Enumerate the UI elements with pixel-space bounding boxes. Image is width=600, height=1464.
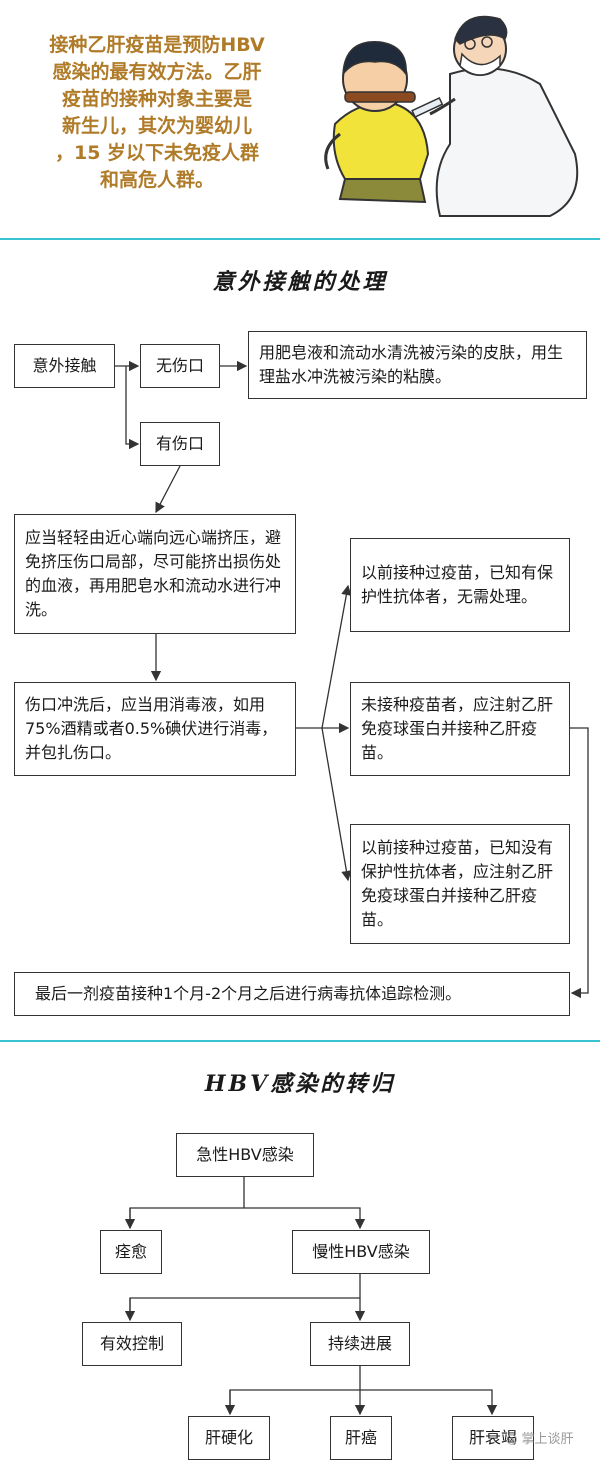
tree-box-chronic: 慢性HBV感染 xyxy=(292,1230,430,1274)
flow-box-not-vaccinated: 未接种疫苗者，应注射乙肝免疫球蛋白并接种乙肝疫苗。 xyxy=(350,682,570,776)
flow-box-contact: 意外接触 xyxy=(14,344,115,388)
tree-box-cancer: 肝癌 xyxy=(330,1416,392,1460)
section-divider xyxy=(0,1040,600,1042)
flow-box-no-wound: 无伤口 xyxy=(140,344,220,388)
flow-box-vaccinated-protected: 以前接种过疫苗，已知有保护性抗体者，无需处理。 xyxy=(350,538,570,632)
tree-box-controlled: 有效控制 xyxy=(82,1322,182,1366)
flow-box-final: 最后一剂疫苗接种1个月-2个月之后进行病毒抗体追踪检测。 xyxy=(14,972,570,1016)
wechat-icon: ◎ xyxy=(506,1432,518,1447)
tree-box-failure: 肝衰竭 xyxy=(452,1416,534,1460)
syringe-icon xyxy=(411,96,444,118)
watermark: ◎ 掌上谈肝 xyxy=(506,1432,574,1447)
flow-box-squeeze: 应当轻轻由近心端向远心端挤压，避免挤压伤口局部，尽可能挤出损伤处的血液，再用肥皂… xyxy=(14,514,296,634)
flow-box-vaccinated-unprotected: 以前接种过疫苗，已知没有保护性抗体者，应注射乙肝免疫球蛋白并接种乙肝疫苗。 xyxy=(350,824,570,944)
tree-box-cirrhosis: 肝硬化 xyxy=(188,1416,270,1460)
flow-box-wound: 有伤口 xyxy=(140,422,220,466)
vaccination-illustration xyxy=(324,15,579,217)
tree-box-acute: 急性HBV感染 xyxy=(176,1133,314,1177)
section-title-accidental: 意外接触的处理 xyxy=(212,269,388,295)
intro-text: 接种乙肝疫苗是预防HBV 感染的最有效方法。乙肝 疫苗的接种对象主要是 新生儿，… xyxy=(49,34,265,191)
flow-box-no-wound-action: 用肥皂液和流动水清洗被污染的皮肤，用生理盐水冲洗被污染的粘膜。 xyxy=(248,331,587,399)
flow-box-disinfect: 伤口冲洗后，应当用消毒液，如用75%酒精或者0.5%碘伏进行消毒，并包扎伤口。 xyxy=(14,682,296,776)
tree-box-cured: 痊愈 xyxy=(100,1230,162,1274)
section-divider xyxy=(0,238,600,240)
tree-box-progress: 持续进展 xyxy=(310,1322,410,1366)
section-title-outcome: HBV感染的转归 xyxy=(204,1071,396,1097)
